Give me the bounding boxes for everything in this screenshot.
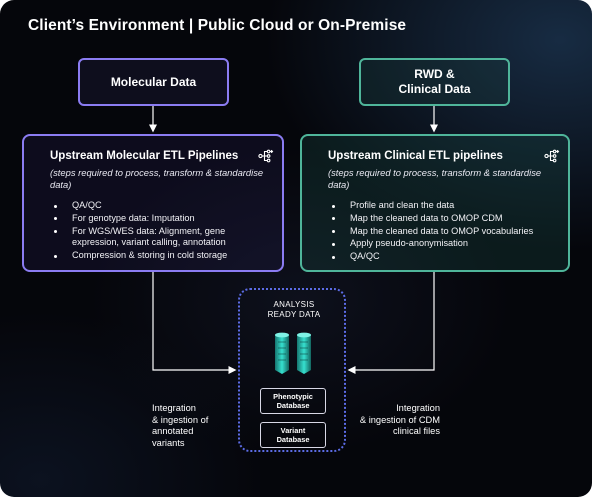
list-item: Apply pseudo-anonymisation bbox=[328, 238, 558, 250]
list-item: Profile and clean the data bbox=[328, 200, 558, 212]
page-title: Client’s Environment | Public Cloud or O… bbox=[28, 17, 407, 34]
molecular-etl-panel: Upstream Molecular ETL Pipelines (steps … bbox=[22, 134, 284, 272]
analysis-ready-data-group: ANALYSIS READY DATA Phenotypic Database bbox=[238, 288, 346, 452]
variant-database-box: Variant Database bbox=[260, 422, 326, 448]
clinical-etl-subtitle: (steps required to process, transform & … bbox=[328, 167, 542, 190]
list-item: Compression & storing in cold storage bbox=[50, 250, 272, 262]
arrow-molecular-to-analysis bbox=[152, 272, 237, 374]
clinical-etl-title: Upstream Clinical ETL pipelines bbox=[328, 150, 503, 162]
arrow-clinical-to-analysis bbox=[347, 272, 435, 374]
list-item: Map the cleaned data to OMOP vocabularie… bbox=[328, 226, 558, 238]
molecular-etl-title: Upstream Molecular ETL Pipelines bbox=[50, 150, 239, 162]
analysis-ready-data-title: ANALYSIS READY DATA bbox=[267, 300, 321, 319]
molecular-steps-list: QA/QC For genotype data: Imputation For … bbox=[50, 200, 272, 262]
molecular-ingestion-caption: Integration & ingestion of annotated var… bbox=[152, 403, 209, 448]
list-item: QA/QC bbox=[328, 251, 558, 263]
phenotypic-database-box: Phenotypic Database bbox=[260, 388, 326, 414]
list-item: Map the cleaned data to OMOP CDM bbox=[328, 213, 558, 225]
clinical-etl-panel: Upstream Clinical ETL pipelines (steps r… bbox=[300, 134, 570, 272]
molecular-etl-subtitle: (steps required to process, transform & … bbox=[50, 167, 264, 190]
flow-icon bbox=[258, 149, 274, 163]
list-item: QA/QC bbox=[50, 200, 272, 212]
molecular-data-box: Molecular Data bbox=[78, 58, 229, 106]
clinical-ingestion-caption: Integration & ingestion of CDM clinical … bbox=[359, 403, 440, 437]
flow-icon bbox=[544, 149, 560, 163]
clinical-steps-list: Profile and clean the data Map the clean… bbox=[328, 200, 558, 263]
list-item: For WGS/WES data: Alignment, gene expres… bbox=[50, 226, 272, 250]
database-icon bbox=[275, 332, 311, 374]
list-item: For genotype data: Imputation bbox=[50, 213, 272, 225]
clinical-data-box: RWD & Clinical Data bbox=[359, 58, 510, 106]
